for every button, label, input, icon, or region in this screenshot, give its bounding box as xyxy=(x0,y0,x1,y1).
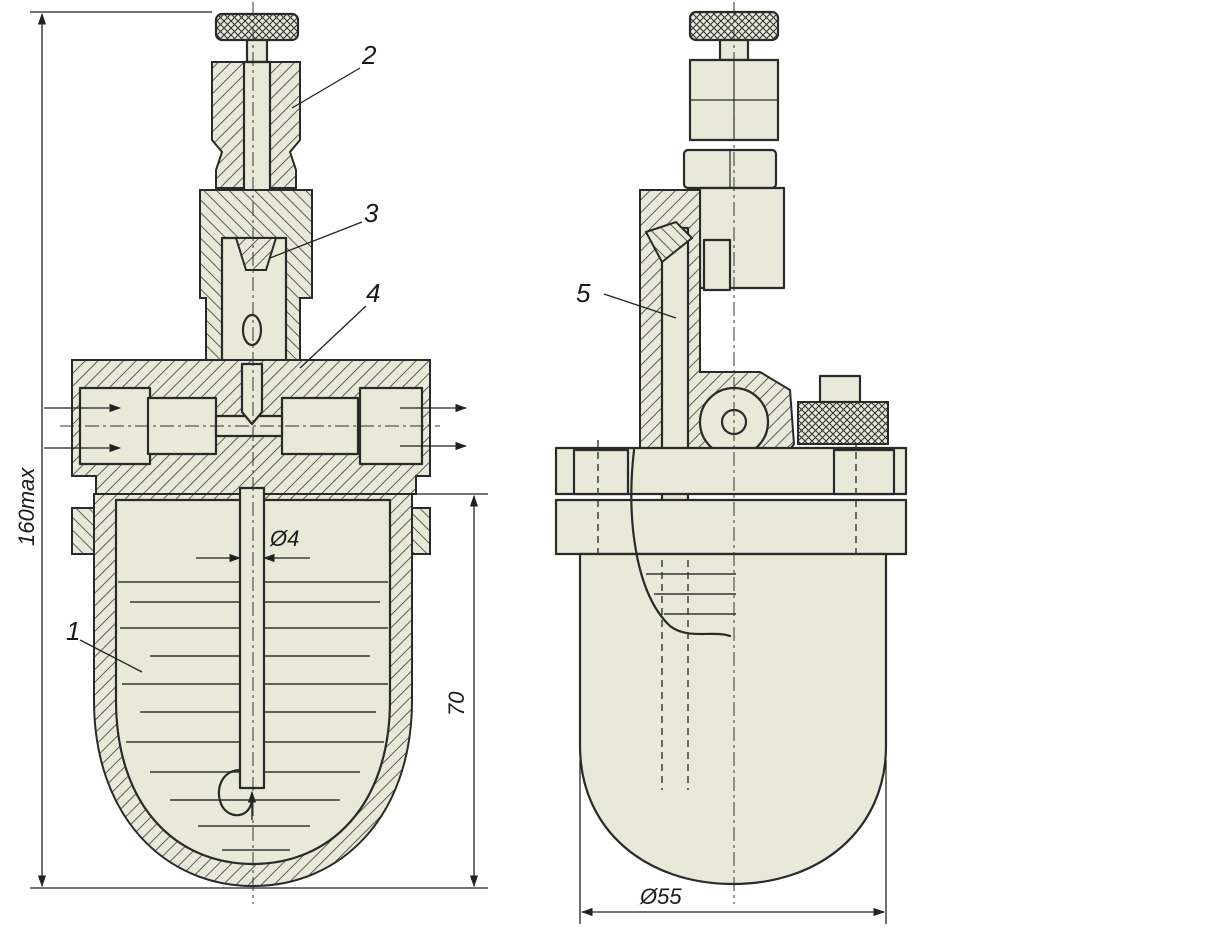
dim-total-height-text: 160max xyxy=(14,467,39,546)
callout-3: 3 xyxy=(364,198,379,228)
side-top-cap-nut xyxy=(797,401,889,445)
leader-4 xyxy=(299,305,367,369)
side-lower-flange xyxy=(554,498,908,556)
leader-5 xyxy=(603,293,677,319)
section-view: 2 3 4 1 160max Ø4 70 xyxy=(14,2,488,904)
side-tube-cap xyxy=(644,220,694,264)
siphon-tube xyxy=(238,486,266,790)
side-top-plug xyxy=(818,374,862,404)
callout-1: 1 xyxy=(66,616,80,646)
callout-5: 5 xyxy=(576,278,591,308)
knurled-knob xyxy=(214,12,300,42)
needle-stem xyxy=(245,38,269,64)
side-left-bolt-head xyxy=(572,448,630,496)
drip-nozzle xyxy=(234,237,278,271)
dim-bowl-dia-text: Ø55 xyxy=(639,884,682,909)
dim-bore-text: Ø4 xyxy=(269,526,299,551)
callout-2: 2 xyxy=(361,40,377,70)
leader-1 xyxy=(79,639,143,673)
callout-4: 4 xyxy=(366,278,380,308)
needle-bore xyxy=(242,60,272,214)
side-oil-level-lines xyxy=(646,573,736,615)
drip-channel xyxy=(240,362,264,426)
side-right-bolt-head xyxy=(832,448,896,496)
oil-drop xyxy=(241,313,263,347)
side-view: 5 Ø55 xyxy=(554,2,908,924)
side-bowl xyxy=(578,552,888,886)
side-break-line xyxy=(630,448,732,638)
leader-3 xyxy=(269,221,363,259)
leader-2 xyxy=(291,67,361,109)
side-passage xyxy=(702,238,732,292)
dim-bowl-height-text: 70 xyxy=(444,691,469,716)
siphon-tube-bend xyxy=(217,768,254,817)
